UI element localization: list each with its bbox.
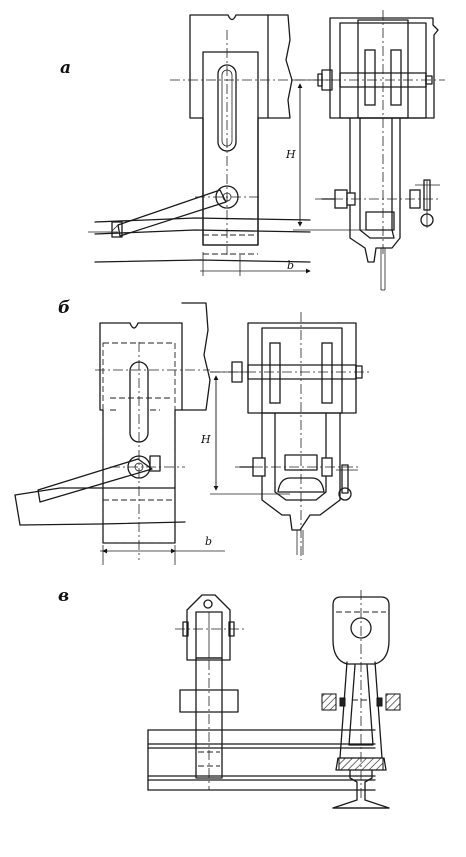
figure-b: б b <box>14 298 370 565</box>
figure-b-side-view: b <box>14 302 225 565</box>
figure-b-height-label: H <box>200 433 211 446</box>
figure-c-label: в <box>58 586 69 606</box>
figure-b-front-view: H <box>200 312 370 560</box>
figure-a-label: а <box>60 58 71 78</box>
figure-c-side-view <box>147 594 376 791</box>
figure-a-width-label: b <box>287 259 294 272</box>
figure-c: в <box>58 586 401 809</box>
figure-b-label: б <box>58 298 70 318</box>
figure-a: а b <box>60 10 445 291</box>
figure-a-front-view: H <box>285 10 445 291</box>
figure-c-front-view <box>321 590 401 809</box>
figure-b-width-label: b <box>205 535 212 548</box>
figure-a-height-label: H <box>285 148 296 161</box>
figure-a-side-view: b <box>88 14 311 276</box>
